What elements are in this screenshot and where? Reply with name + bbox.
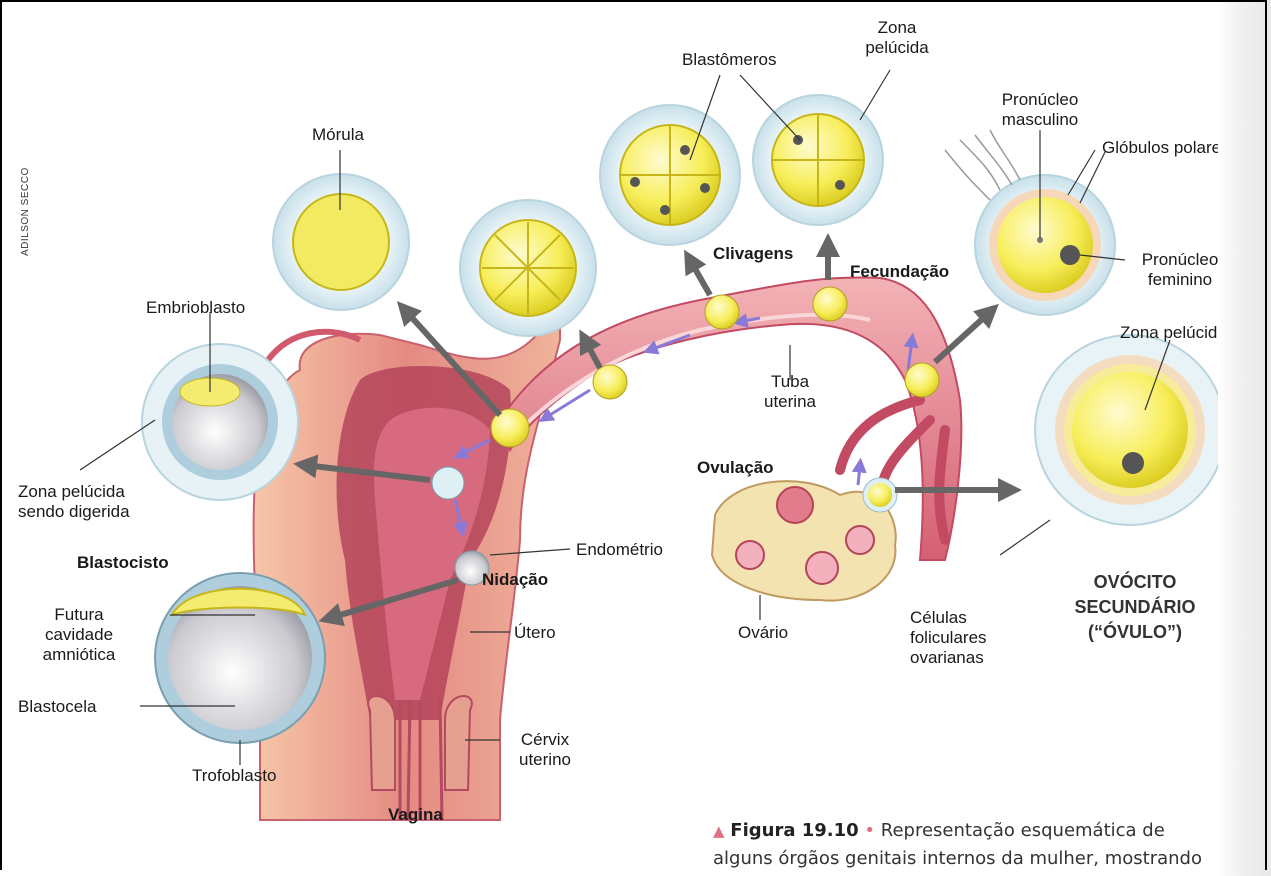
label-ovario: Ovário xyxy=(738,623,788,643)
morula-cell xyxy=(273,174,409,310)
label-embrioblasto: Embrioblasto xyxy=(146,298,245,318)
fertilization-oocyte xyxy=(945,130,1115,315)
label-zona-pelucida-digerida: Zona pelúcida sendo digerida xyxy=(18,482,130,522)
label-celulas-foliculares: Células foliculares ovarianas xyxy=(910,608,987,668)
label-ovulacao: Ovulação xyxy=(697,458,774,478)
label-vagina: Vagina xyxy=(388,805,443,825)
digesting-blastocyst xyxy=(142,344,298,500)
label-zona-pelucida-right: Zona pelúcida xyxy=(1120,323,1227,343)
blastocyst xyxy=(155,573,325,743)
label-tuba-uterina: Tuba uterina xyxy=(750,372,830,412)
label-blastomeros: Blastômeros xyxy=(682,50,776,70)
label-clivagens: Clivagens xyxy=(713,244,793,264)
label-blastocela: Blastocela xyxy=(18,697,96,717)
credit-label: ADILSON SECCO xyxy=(20,167,31,256)
label-utero: Útero xyxy=(514,623,556,643)
label-cervix-uterino: Cérvix uterino xyxy=(505,730,585,770)
label-pronucleo-feminino: Pronúcleo feminino xyxy=(1130,250,1230,290)
four-cell-stage xyxy=(600,105,740,245)
label-globulos-polares: Glóbulos polares xyxy=(1102,138,1230,158)
secondary-oocyte xyxy=(1035,335,1225,525)
caption-text-2: alguns órgãos genitais internos da mulhe… xyxy=(713,848,1202,869)
caption-text: Representação esquemática de xyxy=(881,820,1165,841)
label-zona-pelucida-top: Zona pelúcida xyxy=(842,18,952,58)
label-ovocito-secundario: OVÓCITO SECUNDÁRIO (“ÓVULO”) xyxy=(1050,570,1220,645)
label-trofoblasto: Trofoblasto xyxy=(192,766,276,786)
page-edge xyxy=(1218,0,1271,876)
triangle-icon: ▲ xyxy=(713,822,725,840)
label-pronucleo-masculino: Pronúcleo masculino xyxy=(985,90,1095,130)
label-fecundacao: Fecundação xyxy=(850,262,949,282)
figure-number: Figura 19.10 xyxy=(730,820,858,841)
label-futura-cavidade: Futura cavidade amniótica xyxy=(34,605,124,665)
label-endometrio: Endométrio xyxy=(576,540,663,560)
bullet-icon: • xyxy=(864,820,875,841)
label-blastocisto: Blastocisto xyxy=(77,553,169,573)
label-morula: Mórula xyxy=(312,125,364,145)
eight-cell-stage xyxy=(460,200,596,336)
figure-caption: ▲ Figura 19.10 • Representação esquemáti… xyxy=(713,817,1271,872)
label-nidacao: Nidação xyxy=(482,570,548,590)
